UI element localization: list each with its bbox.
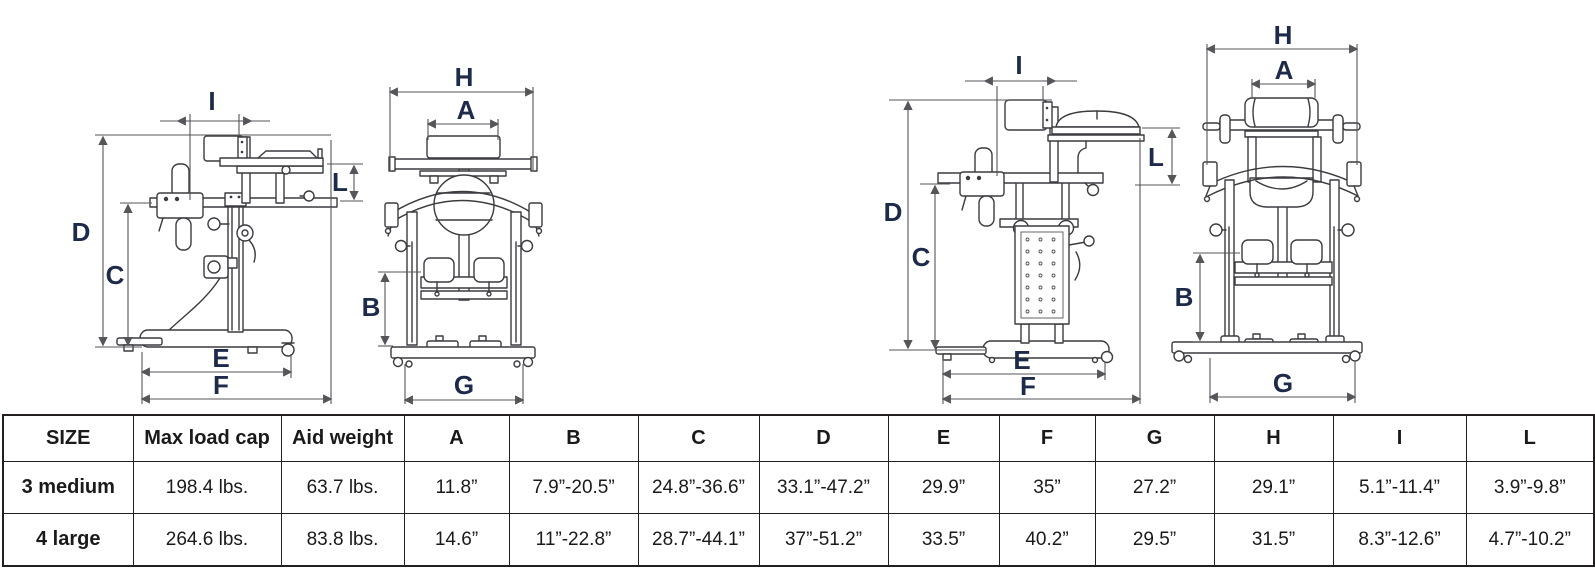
dim-label-I-side-large: I: [1015, 50, 1022, 80]
header-row: SIZE Max load cap Aid weight A B C D E F…: [2, 414, 1595, 462]
cell-medium-l: 3.9”-9.8”: [1465, 461, 1595, 514]
technical-diagrams: I D C L E F: [72, 20, 1363, 405]
size-label-3-medium: 3 medium: [2, 461, 134, 514]
col-header-max-load: Max load cap: [132, 414, 282, 462]
cell-large-aid-weight: 83.8 lbs.: [280, 513, 405, 567]
col-header-e: E: [887, 414, 1000, 462]
cell-large-a: 14.6”: [403, 513, 510, 567]
dim-label-A-front-medium: A: [457, 95, 476, 125]
col-header-c: C: [637, 414, 760, 462]
dim-label-C-side-medium: C: [106, 260, 125, 290]
cell-medium-b: 7.9”-20.5”: [508, 461, 639, 514]
dim-label-E-side-large: E: [1013, 345, 1030, 375]
side-view-medium-diagram: I D C L E F: [72, 86, 363, 404]
cell-medium-e: 29.9”: [887, 461, 1000, 514]
dim-label-B-front-medium: B: [362, 292, 381, 322]
cell-large-max-load: 264.6 lbs.: [132, 513, 282, 567]
cell-medium-max-load: 198.4 lbs.: [132, 461, 282, 514]
col-header-h: H: [1213, 414, 1334, 462]
cell-medium-g: 27.2”: [1094, 461, 1215, 514]
cell-medium-i: 5.1”-11.4”: [1332, 461, 1467, 514]
table-row-3-medium: 3 medium 198.4 lbs. 63.7 lbs. 11.8” 7.9”…: [2, 461, 1595, 514]
col-header-f: F: [998, 414, 1096, 462]
cell-large-f: 40.2”: [998, 513, 1096, 567]
dimension-spec-table: SIZE Max load cap Aid weight A B C D E F…: [2, 414, 1595, 567]
front-view-medium-diagram: H A B G: [362, 62, 543, 405]
cell-medium-a: 11.8”: [403, 461, 510, 514]
cell-large-l: 4.7”-10.2”: [1465, 513, 1595, 567]
cell-large-g: 29.5”: [1094, 513, 1215, 567]
col-header-i: I: [1332, 414, 1467, 462]
dim-label-C-side-large: C: [912, 242, 931, 272]
dim-label-L-side-large: L: [1148, 142, 1164, 172]
col-header-aid-weight: Aid weight: [280, 414, 405, 462]
spec-table-container: SIZE Max load cap Aid weight A B C D E F…: [2, 414, 1595, 567]
dim-label-F-side-large: F: [1020, 371, 1036, 401]
cell-medium-h: 29.1”: [1213, 461, 1334, 514]
dim-label-G-front-large: G: [1273, 368, 1293, 398]
cell-medium-aid-weight: 63.7 lbs.: [280, 461, 405, 514]
dim-label-F-side-medium: F: [213, 370, 229, 400]
col-header-d: D: [758, 414, 889, 462]
dim-label-L-side-medium: L: [332, 167, 348, 197]
dim-label-I-side-medium: I: [208, 86, 215, 116]
dim-label-H-front-medium: H: [455, 62, 474, 92]
col-header-a: A: [403, 414, 510, 462]
dim-label-H-front-large: H: [1274, 20, 1293, 50]
side-view-large-diagram: I D C L E F: [884, 50, 1180, 404]
dim-label-G-front-medium: G: [454, 370, 474, 400]
cell-large-c: 28.7”-44.1”: [637, 513, 760, 567]
cell-large-b: 11”-22.8”: [508, 513, 639, 567]
cell-large-d: 37”-51.2”: [758, 513, 889, 567]
col-header-l: L: [1465, 414, 1595, 462]
dim-label-D-side-large: D: [884, 197, 903, 227]
cell-large-h: 31.5”: [1213, 513, 1334, 567]
dim-label-A-front-large: A: [1275, 55, 1294, 85]
dim-label-D-side-medium: D: [72, 217, 91, 247]
col-header-size: SIZE: [2, 414, 134, 462]
cell-medium-f: 35”: [998, 461, 1096, 514]
cell-large-i: 8.3”-12.6”: [1332, 513, 1467, 567]
cell-medium-c: 24.8”-36.6”: [637, 461, 760, 514]
cell-large-e: 33.5”: [887, 513, 1000, 567]
dim-label-B-front-large: B: [1175, 282, 1194, 312]
dim-label-E-side-medium: E: [212, 343, 229, 373]
table-row-4-large: 4 large 264.6 lbs. 83.8 lbs. 14.6” 11”-2…: [2, 513, 1595, 567]
size-label-4-large: 4 large: [2, 513, 134, 567]
col-header-g: G: [1094, 414, 1215, 462]
col-header-b: B: [508, 414, 639, 462]
front-view-large-diagram: H A B G: [1171, 20, 1363, 403]
cell-medium-d: 33.1”-47.2”: [758, 461, 889, 514]
